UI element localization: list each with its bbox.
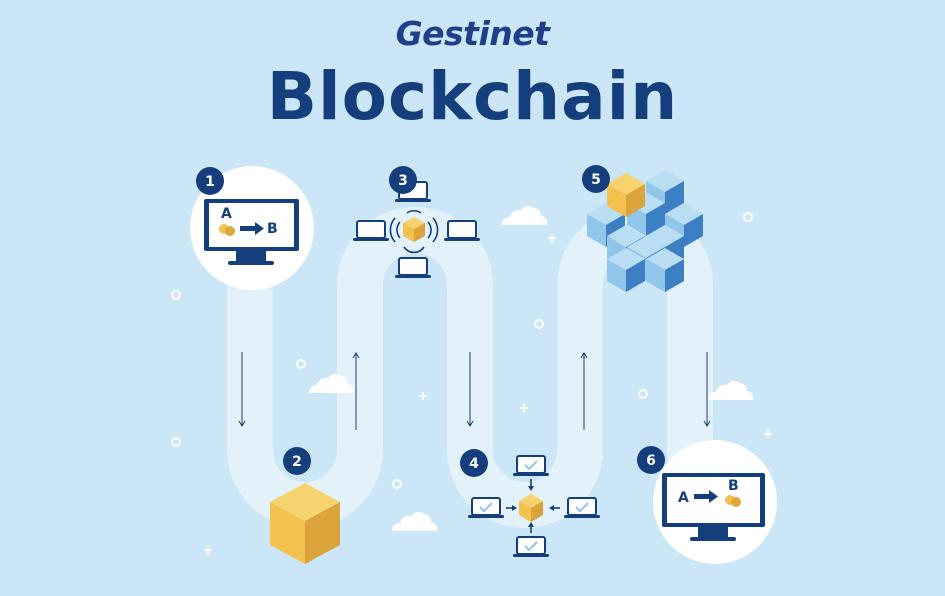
step-3-badge <box>389 166 417 194</box>
step-1: A B 1 <box>190 166 314 290</box>
cloud-icon <box>502 205 548 225</box>
step-1-label-to: B <box>267 221 278 237</box>
laptop-check-icon <box>467 497 505 519</box>
step-6-label-from: A <box>678 490 689 506</box>
step-2: 2 <box>270 447 340 564</box>
flow-arrows <box>238 352 711 430</box>
step-2-number: 2 <box>292 454 302 470</box>
cloud-icon <box>708 380 754 400</box>
step-1-badge <box>196 167 224 195</box>
laptop-check-icon <box>512 455 550 477</box>
step-1-label-from: A <box>221 206 232 222</box>
step-4-number: 4 <box>469 456 479 472</box>
decorations <box>171 205 772 554</box>
broadcast-network-icon <box>352 181 481 279</box>
cloud-icon <box>392 511 438 531</box>
step-6-label-to: B <box>728 478 739 494</box>
laptop-icon <box>394 257 432 279</box>
validation-network-icon <box>467 455 601 558</box>
chain-blocks-icon <box>587 170 703 292</box>
laptop-check-icon <box>563 497 601 519</box>
monitor-transaction-icon <box>204 199 299 265</box>
step-2-badge <box>283 447 311 475</box>
step-3-number: 3 <box>398 173 408 189</box>
step-6-number: 6 <box>646 453 656 469</box>
laptop-icon <box>352 220 390 242</box>
gestinet-logo: Gestinet <box>395 14 550 53</box>
step-4-badge <box>460 449 488 477</box>
step-6: A B 6 <box>637 440 777 564</box>
cube-block-icon <box>270 483 340 564</box>
step-5-number: 5 <box>591 172 601 188</box>
step-5: 5 <box>582 165 703 292</box>
page-title: Blockchain <box>266 58 679 135</box>
laptop-icon <box>443 220 481 242</box>
laptop-check-icon <box>512 536 550 558</box>
step-6-badge <box>637 446 665 474</box>
step-1-number: 1 <box>205 174 215 190</box>
monitor-transaction-icon <box>662 473 765 541</box>
step-3: 3 <box>352 166 481 279</box>
step-5-badge <box>582 165 610 193</box>
step-4: 4 <box>460 449 601 558</box>
